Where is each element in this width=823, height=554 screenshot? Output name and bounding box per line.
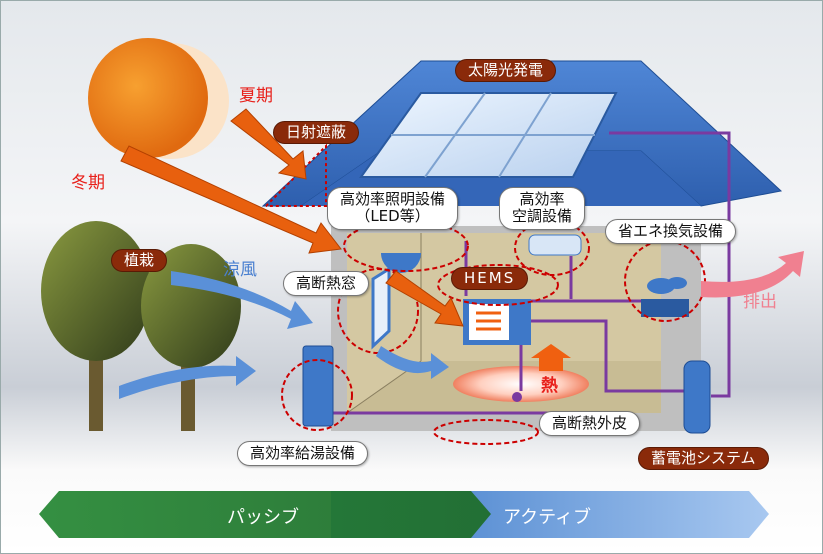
led-light [381, 253, 421, 273]
label-hems: HEMS [451, 267, 529, 291]
label-summer: 夏期 [239, 86, 273, 106]
label-exhaust: 排出 [743, 292, 777, 312]
air-conditioner [528, 234, 582, 256]
label-ventilation: 省エネ換気設備 [605, 219, 737, 245]
storage-battery [683, 360, 711, 434]
water-heater [302, 345, 334, 427]
label-breeze: 涼風 [223, 260, 257, 280]
label-solar-power: 太陽光発電 [455, 59, 557, 83]
label-water-heater: 高効率給湯設備 [237, 441, 369, 467]
lighting-line1: 高効率照明設備 [340, 190, 446, 208]
exhaust-arrow [701, 251, 804, 298]
aircon-line2: 空調設備 [512, 207, 573, 226]
winter-sun-arrow [120, 145, 342, 254]
label-battery: 蓄電池システム [638, 447, 769, 471]
label-planting: 植栽 [111, 249, 168, 273]
passive-band [39, 491, 491, 538]
label-lighting: 高効率照明設備（LED等） [327, 187, 459, 230]
label-envelope: 高断熱外皮 [539, 411, 641, 437]
wiring [333, 131, 731, 415]
lighting-line2: （LED等） [355, 207, 430, 226]
breeze-arrows [119, 271, 449, 399]
active-label: アクティブ [503, 507, 592, 528]
label-window: 高断熱窓 [283, 271, 370, 297]
solar-panel-grid [391, 92, 595, 178]
label-solar-shading: 日射遮蔽 [273, 121, 360, 145]
label-winter: 冬期 [71, 173, 105, 193]
trees [41, 221, 241, 431]
sunlight-into-room-arrow [385, 270, 464, 327]
passive-label: パッシブ [227, 507, 299, 528]
insulated-window [371, 266, 391, 350]
summer-sun-arrow [230, 108, 307, 180]
label-heat: 熱 [541, 376, 558, 396]
sun-icon [88, 38, 208, 158]
aircon-line1: 高効率 [519, 190, 565, 208]
label-aircon: 高効率空調設備 [499, 187, 586, 230]
ventilation-fan [641, 277, 689, 317]
